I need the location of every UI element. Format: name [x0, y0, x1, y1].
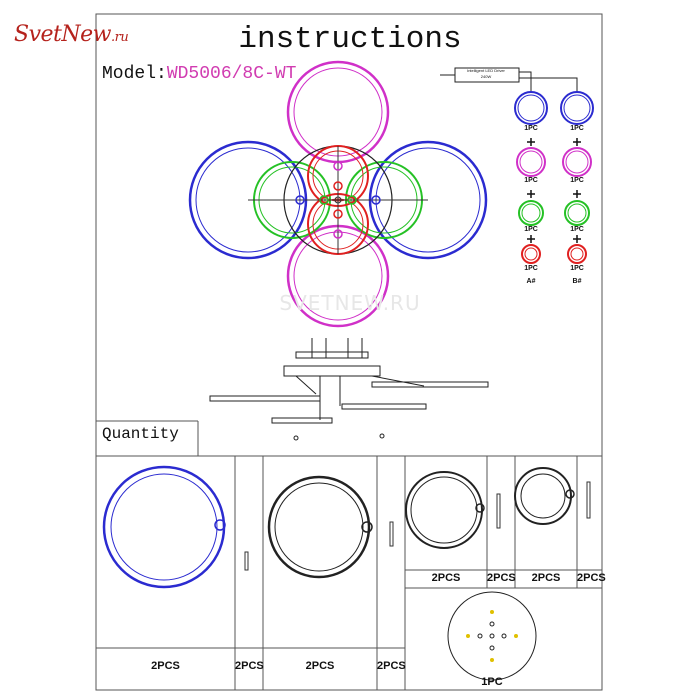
qty-count: 2PCS — [531, 572, 561, 584]
group-label-a: A# — [526, 278, 536, 285]
scheme-label: 1PC — [570, 177, 584, 184]
wiring-scheme — [440, 67, 594, 264]
model-value: WD5006/8C-WT — [166, 64, 297, 84]
qty-count: 2PCS — [151, 660, 180, 672]
scheme-label: 1PC — [524, 125, 538, 132]
page-title: instructions — [238, 22, 462, 57]
logo-suffix: .ru — [110, 30, 129, 45]
qty-count: 2PCS — [487, 572, 516, 584]
fixture-side-view — [209, 338, 489, 441]
part-ring-medium — [267, 475, 373, 579]
driver-label-2: 240W — [480, 74, 492, 79]
arm-left-low — [271, 417, 333, 424]
model-label: Model: — [102, 64, 167, 84]
page-frame — [95, 13, 603, 691]
brand-logo[interactable]: SvetNew.ru — [14, 22, 129, 47]
arm-right — [371, 381, 489, 388]
quantity-grid — [96, 420, 602, 690]
part-rod-4 — [586, 481, 591, 519]
fixture-top-view — [188, 60, 488, 328]
scheme-label: 1PC — [524, 265, 538, 272]
scheme-label: 1PC — [524, 226, 538, 233]
model-line: Model:WD5006/8C-WT — [102, 64, 296, 84]
part-ceiling-plate — [447, 591, 537, 681]
scheme-label: 1PC — [570, 125, 584, 132]
part-ring-small — [405, 471, 485, 549]
qty-count: 2PCS — [235, 660, 264, 672]
arm-left — [209, 395, 321, 402]
mounting-bar — [295, 351, 369, 359]
qty-count: 2PCS — [431, 572, 461, 584]
arm-right-low — [341, 403, 427, 410]
logo-text: SvetNew — [14, 22, 111, 47]
quantity-heading: Quantity — [102, 425, 179, 443]
part-rod-1 — [244, 551, 249, 571]
part-rod-3 — [496, 493, 501, 529]
qty-count: 2PCS — [377, 660, 406, 672]
ceiling-canopy — [283, 365, 381, 377]
group-label-b: B# — [572, 278, 582, 285]
part-ring-large-blue — [102, 465, 226, 589]
part-ring-smallest — [514, 467, 575, 525]
qty-count: 2PCS — [577, 572, 606, 584]
driver-label-1: Intelligent LED Driver — [467, 68, 505, 73]
scheme-label: 1PC — [524, 177, 538, 184]
qty-count: 2PCS — [305, 660, 335, 672]
scheme-label: 1PC — [570, 226, 584, 233]
scheme-label: 1PC — [570, 265, 584, 272]
qty-count: 1PC — [481, 676, 503, 688]
watermark: SVETNEW.RU — [279, 291, 421, 315]
part-rod-2 — [389, 521, 394, 547]
